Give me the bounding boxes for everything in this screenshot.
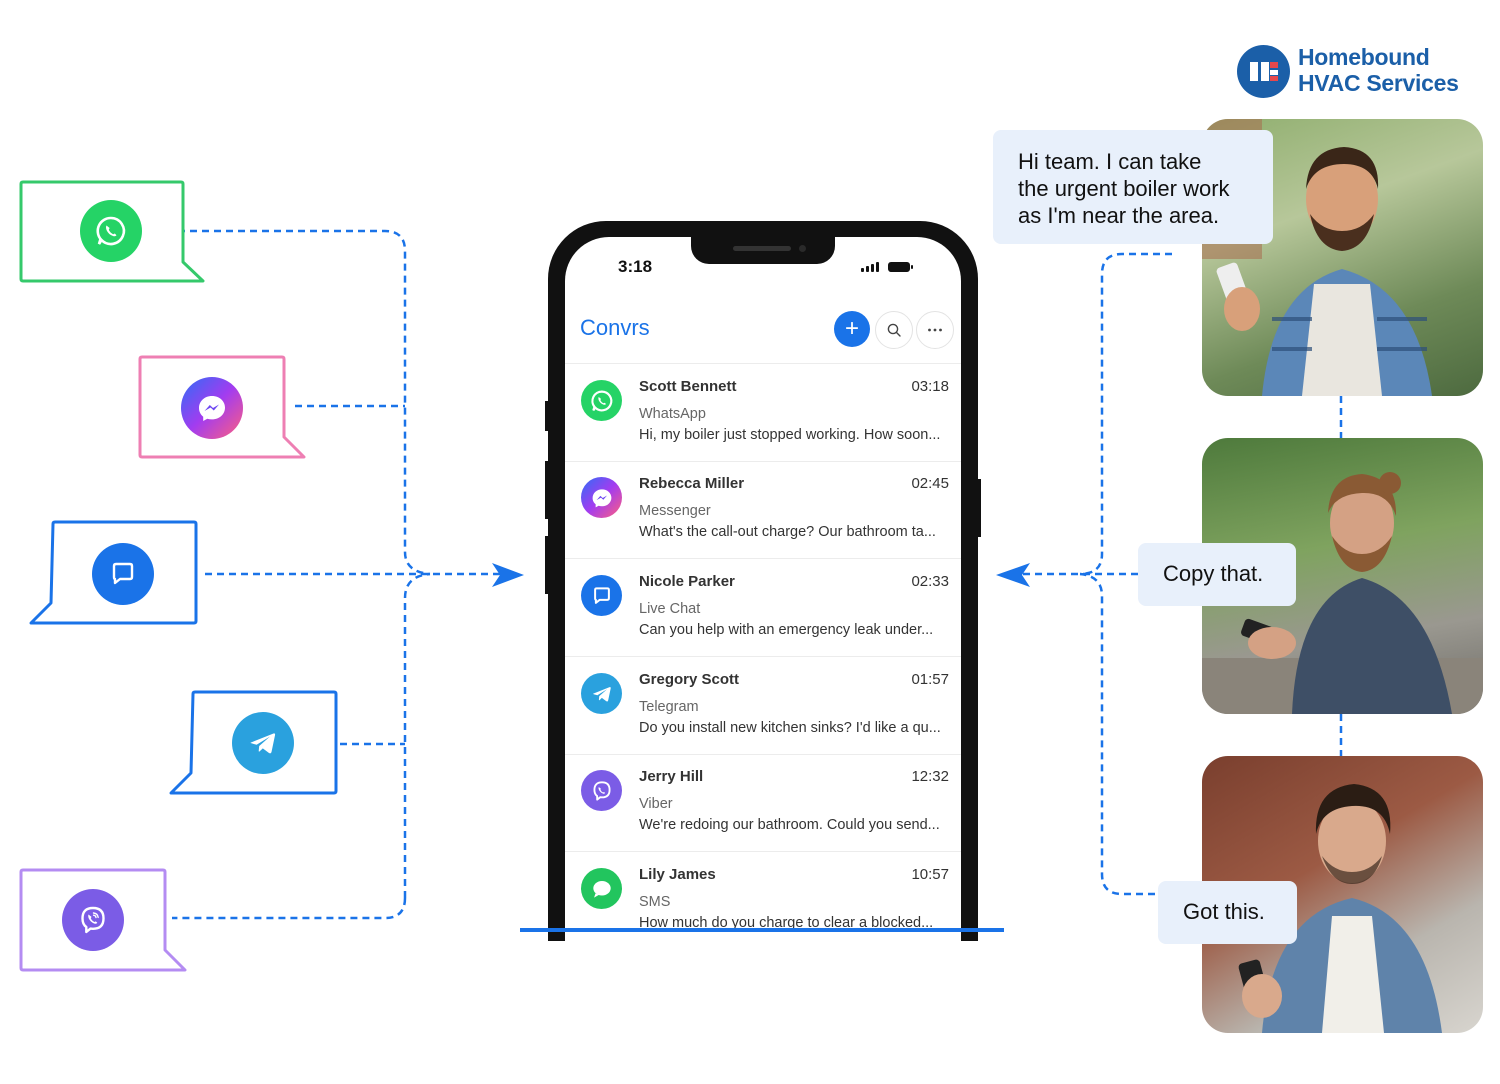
team-reply-text: Copy that. xyxy=(1163,561,1264,586)
phone-side-button xyxy=(545,536,548,594)
messenger-channel-bubble xyxy=(137,355,309,461)
team-reply-text: Hi team. I can take the urgent boiler wo… xyxy=(1018,148,1230,229)
company-logo-icon xyxy=(1237,45,1290,98)
phone-side-button xyxy=(545,461,548,519)
message-time: 10:57 xyxy=(911,866,949,883)
message-preview: Can you help with an emergency leak unde… xyxy=(639,622,934,638)
sms-icon xyxy=(581,868,622,909)
arrow-right-icon xyxy=(492,563,524,587)
contact-name: Rebecca Miller xyxy=(639,475,745,492)
whatsapp-channel-bubble xyxy=(18,180,205,284)
team-reply-line: Hi team. I can take xyxy=(1018,149,1202,174)
more-options-button[interactable] xyxy=(916,311,954,349)
app-title: Convrs xyxy=(580,315,650,340)
contact-name: Gregory Scott xyxy=(639,671,740,688)
channel-label: Viber xyxy=(639,796,673,812)
team-reply-bubble: Got this. xyxy=(1158,881,1297,944)
telegram-icon xyxy=(232,712,294,774)
phone-notch xyxy=(691,237,835,264)
message-time: 02:45 xyxy=(911,475,949,492)
phone-side-button xyxy=(545,401,548,431)
channel-label: SMS xyxy=(639,894,671,910)
team-reply-bubble: Copy that. xyxy=(1138,543,1296,606)
viber-channel-bubble xyxy=(18,868,190,974)
viber-icon xyxy=(62,889,124,951)
live-chat-channel-bubble xyxy=(28,520,200,627)
message-preview: Hi, my boiler just stopped working. How … xyxy=(639,427,941,443)
conversation-row[interactable]: Lily James 10:57 SMS How much do you cha… xyxy=(565,852,961,941)
contact-name: Nicole Parker xyxy=(639,573,735,590)
message-preview: Do you install new kitchen sinks? I'd li… xyxy=(639,720,941,736)
phone-side-button xyxy=(978,479,981,537)
message-preview: We're redoing our bathroom. Could you se… xyxy=(639,817,940,833)
contact-name: Scott Bennett xyxy=(639,378,737,395)
channel-label: Live Chat xyxy=(639,601,701,617)
conversation-row[interactable]: Scott Bennett 03:18 WhatsApp Hi, my boil… xyxy=(565,364,961,462)
contact-name: Jerry Hill xyxy=(639,768,704,785)
signal-icon xyxy=(861,262,879,272)
status-bar-time: 3:18 xyxy=(618,257,653,276)
search-button[interactable] xyxy=(875,311,913,349)
telegram-channel-bubble xyxy=(168,690,340,798)
conversation-row[interactable]: Jerry Hill 12:32 Viber We're redoing our… xyxy=(565,754,961,852)
channel-label: Messenger xyxy=(639,503,711,519)
team-reply-line: as I'm near the area. xyxy=(1018,203,1220,228)
arrow-left-icon xyxy=(996,563,1030,587)
messenger-icon xyxy=(581,477,622,518)
new-conversation-button[interactable]: + xyxy=(834,311,870,347)
message-time: 12:32 xyxy=(911,768,949,785)
channel-label: Telegram xyxy=(639,699,699,715)
company-name: Homebound HVAC Services xyxy=(1298,44,1459,96)
live-chat-icon xyxy=(581,575,622,616)
whatsapp-icon xyxy=(80,200,142,262)
company-name-line2: HVAC Services xyxy=(1298,70,1459,96)
conversation-row[interactable]: Nicole Parker 02:33 Live Chat Can you he… xyxy=(565,559,961,657)
company-name-line1: Homebound xyxy=(1298,44,1430,70)
phone-mockup: 3:18 Convrs + Scott Bennett 03:18 WhatsA… xyxy=(545,221,981,941)
viber-icon xyxy=(581,770,622,811)
message-time: 03:18 xyxy=(911,378,949,395)
phone-base-line xyxy=(520,928,1004,932)
header-divider xyxy=(565,363,961,364)
message-preview: What's the call-out charge? Our bathroom… xyxy=(639,524,936,540)
telegram-icon xyxy=(581,673,622,714)
technician-photo xyxy=(1202,756,1483,1033)
contact-name: Lily James xyxy=(639,866,716,883)
message-time: 02:33 xyxy=(911,573,949,590)
conversation-row[interactable]: Gregory Scott 01:57 Telegram Do you inst… xyxy=(565,657,961,755)
live-chat-icon xyxy=(92,543,154,605)
battery-icon xyxy=(888,262,913,272)
team-reply-text: Got this. xyxy=(1183,899,1265,924)
conversation-row[interactable]: Rebecca Miller 02:45 Messenger What's th… xyxy=(565,461,961,559)
team-reply-bubble: Hi team. I can take the urgent boiler wo… xyxy=(993,130,1273,244)
team-reply-line: the urgent boiler work xyxy=(1018,176,1230,201)
messenger-icon xyxy=(181,377,243,439)
channel-label: WhatsApp xyxy=(639,406,706,422)
more-dots-icon xyxy=(928,328,942,332)
phone-screen: 3:18 Convrs + Scott Bennett 03:18 WhatsA… xyxy=(565,237,961,941)
search-icon xyxy=(887,323,901,337)
message-time: 01:57 xyxy=(911,671,949,688)
whatsapp-icon xyxy=(581,380,622,421)
plus-icon: + xyxy=(844,315,859,342)
